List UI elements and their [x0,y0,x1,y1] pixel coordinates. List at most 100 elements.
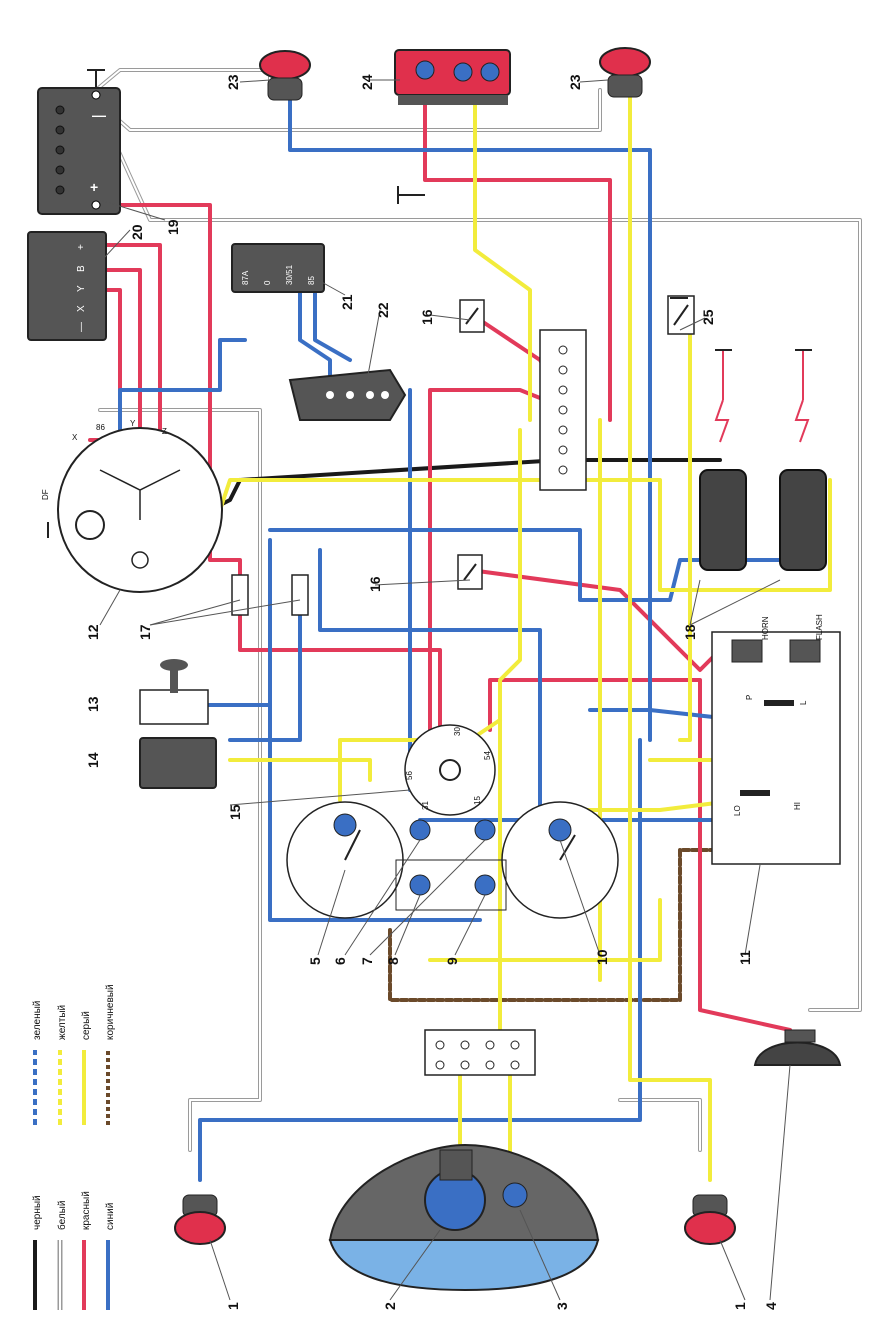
wire-blue-p [588,708,742,722]
legend-white: белый [56,1201,68,1230]
headlight [328,1143,600,1292]
wire-blue-gen [118,338,247,432]
label-14: 14 [85,752,101,768]
label-21: 21 [339,294,355,310]
label-20: 20 [129,224,145,240]
wire-white-top [94,68,272,92]
label-6: 6 [332,957,348,965]
wire-yellow-14 [228,758,372,782]
wire-yellow-lamp3 [498,428,522,1062]
label-19: 19 [165,219,181,235]
legend-blue: синий [105,1203,116,1230]
hi-term-label: HI [793,802,802,810]
reg-y-label: Y [76,285,87,292]
taillight [753,1029,842,1066]
brake-switch-mid [457,554,483,590]
gen-86-label: 86 [96,423,105,432]
relay-85-label: 85 [307,276,316,285]
label-23-left: 23 [225,74,241,90]
flash-term-label: FLASH [815,614,824,640]
leader-lines [99,79,791,1301]
wire-yellow-23 [628,93,712,1182]
connector-block [539,329,587,491]
wire-yellow-g1 [338,718,502,802]
legend-brown: коричневый [105,984,116,1040]
battery: — + [37,87,121,215]
reg-x-label: X [76,305,87,312]
indicator-lamps [395,819,507,911]
relay-30-label: 30/51 [285,264,294,285]
switch-25 [667,295,695,335]
label-16-top: 16 [419,309,435,325]
horn-button [139,659,209,725]
label-18: 18 [682,624,698,640]
gen-y-label: Y [130,419,136,428]
speedometer [501,801,619,919]
wire-red-24 [423,93,612,422]
fuse-left [231,574,249,616]
reg-plus-label: + [76,244,87,250]
generator: X 86 Y Z DF [41,419,223,593]
label-22: 22 [375,302,391,318]
brake-switch-top [459,299,485,333]
handlebar-switch: HORN FLASH P L LO HI [711,614,841,865]
hazard-switch [394,49,511,105]
wire-blue-mid [268,528,792,602]
svg-text:—: — [92,107,106,123]
svg-text:+: + [90,179,98,195]
label-1-left: 1 [225,1302,241,1310]
ignition-coil-left [699,350,747,571]
ignition-coil-right [779,350,827,571]
turn-lamp-top-right [599,47,651,98]
wire-red-reg-y [98,268,142,432]
gen-x-label: X [72,433,78,442]
label-13: 13 [85,696,101,712]
label-23-right: 23 [567,74,583,90]
tachometer [286,801,404,919]
label-2: 2 [382,1302,398,1310]
wires [88,68,862,1182]
label-9: 9 [444,957,460,965]
color-legend: черный белый красный синий зеленый желты… [32,984,116,1310]
label-10: 10 [594,949,610,965]
ground-symbols [47,69,812,538]
legend-black: черный [32,1195,43,1230]
wire-red-16b [468,568,722,672]
sw-31-label: 31 [421,801,430,810]
p-term-label: P [745,695,754,700]
sw-56-label: 56 [405,771,414,780]
ignition-switch: 30 54 56 15 31 [404,724,496,816]
sw-15-label: 15 [473,796,482,805]
turn-lamp-bottom-right [684,1194,736,1245]
label-3: 3 [554,1302,570,1310]
fuse-right [291,574,309,616]
flasher-relay [288,368,407,421]
gen-df-label: DF [41,489,50,500]
relay-0-label: 0 [263,280,272,285]
wire-yellow-25 [678,308,692,742]
legend-grey: серый [81,1011,92,1040]
l-term-label: L [799,700,808,705]
relay-87a-label: 87A [241,270,250,285]
wire-yellow-24 [473,93,532,422]
wire-red-reg-b [98,243,162,432]
label-24: 24 [359,74,375,90]
horn-term-label: HORN [761,616,770,640]
turn-lamp-top-left [259,50,311,101]
label-11: 11 [737,950,753,965]
wire-blue-lamp1 [198,738,642,1182]
label-5: 5 [307,957,323,965]
label-17: 17 [137,624,153,640]
legend-red: красный [81,1191,92,1230]
label-4: 4 [763,1302,779,1310]
label-1-right: 1 [732,1302,748,1310]
label-12: 12 [85,624,101,640]
wire-yellow-low [428,898,662,962]
component-numbers: 1 1 2 3 4 5 6 7 8 9 10 11 12 13 14 15 16… [85,74,779,1310]
sw-54-label: 54 [483,751,492,760]
reg-minus-label: — [76,322,87,332]
lo-term-label: LO [733,805,742,816]
wire-red-battery [94,203,442,742]
